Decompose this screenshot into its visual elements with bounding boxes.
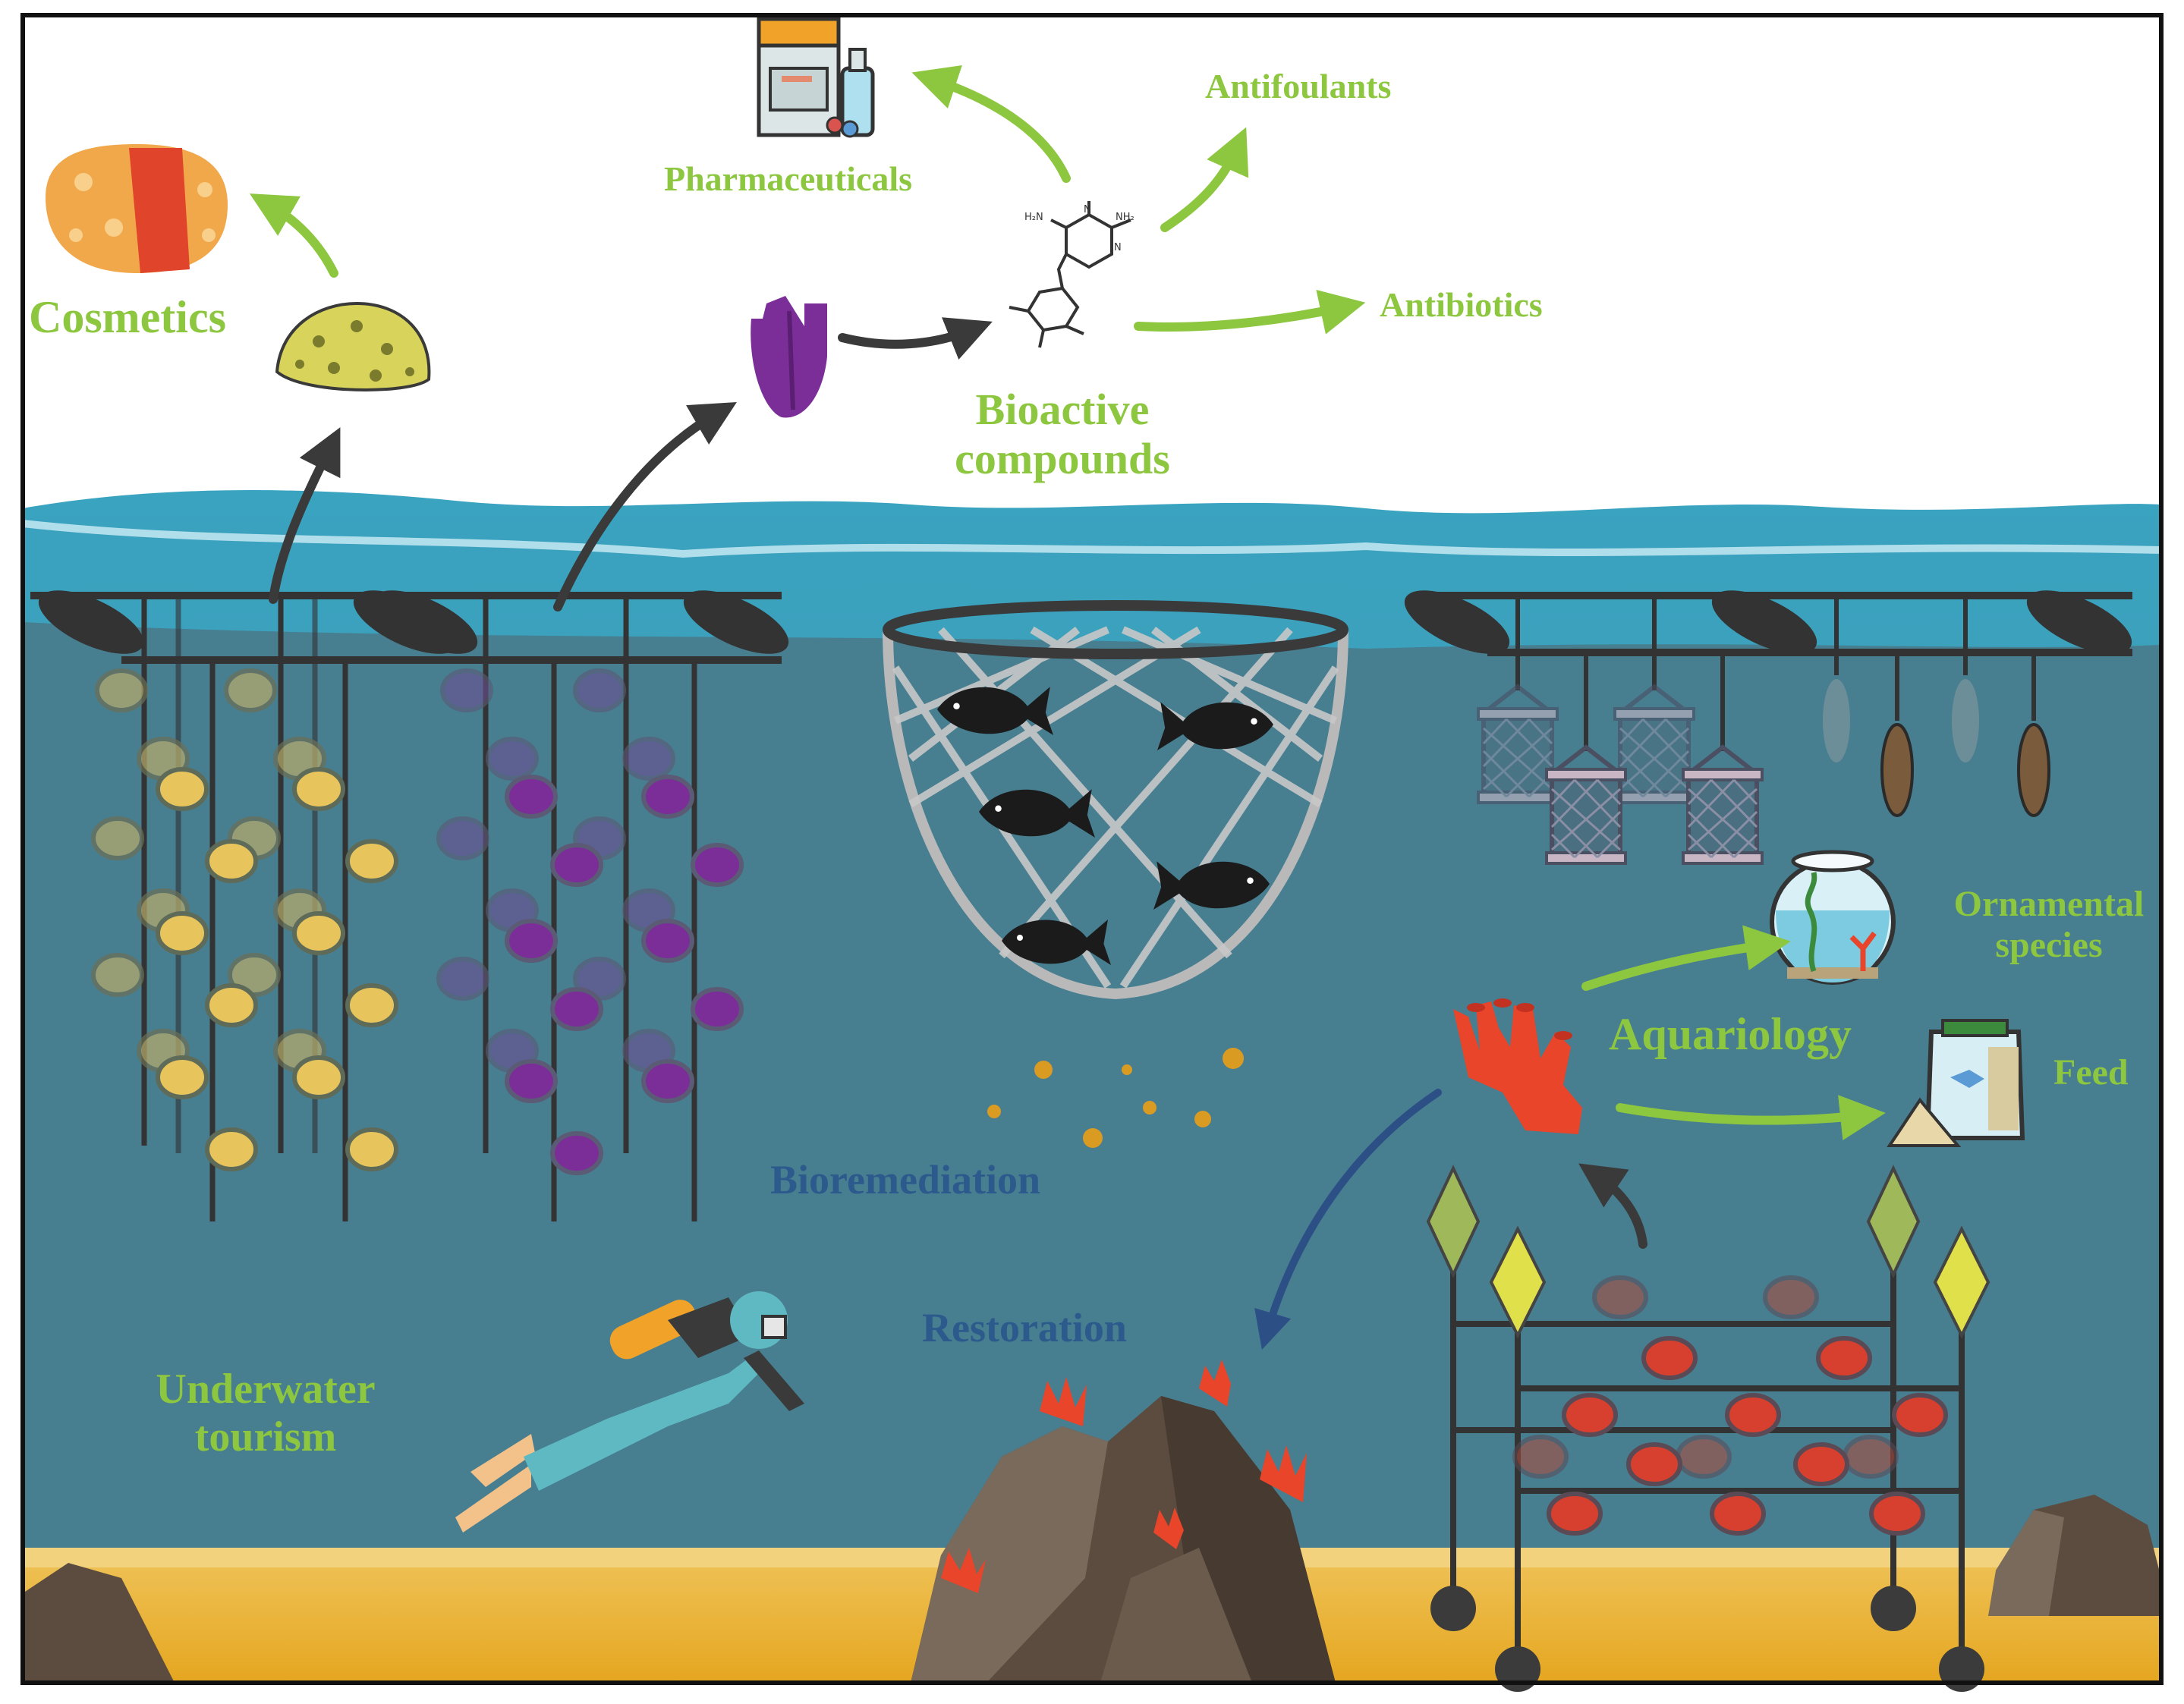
label-underwater-line1: Underwater <box>156 1366 376 1413</box>
molecule-n-right: N <box>1114 242 1122 253</box>
bottom-frame-red-sponges <box>1426 1165 1990 1692</box>
label-bioactive-line1: Bioactive <box>975 385 1150 434</box>
arrow-to-purple-sponge <box>553 401 737 611</box>
frame-border <box>20 13 2164 1685</box>
label-ornamental-line1: Ornamental <box>1953 884 2145 924</box>
pharmaceuticals-jar-icon <box>757 17 875 138</box>
arrow-to-feed <box>1616 1095 1886 1140</box>
longline-baskets <box>1404 590 2132 863</box>
scuba-diver <box>455 1291 804 1533</box>
label-underwater-tourism: Underwater tourism <box>118 1366 414 1460</box>
arrow-to-antifoulants <box>1160 127 1249 232</box>
label-restoration: Restoration <box>922 1305 1127 1350</box>
purple-sponge-icon <box>751 296 827 418</box>
arrow-frame-to-red-sponge <box>1578 1163 1647 1249</box>
label-bioremediation: Bioremediation <box>770 1157 1040 1203</box>
fishbowl-icon <box>1770 850 1896 985</box>
feed-bag-icon <box>1887 1019 2025 1147</box>
label-underwater-line2: tourism <box>194 1413 337 1460</box>
molecule-nh2-right: NH₂ <box>1116 212 1134 223</box>
fish-net-cage <box>883 600 1348 1148</box>
arrow-to-antibiotics <box>1134 289 1366 335</box>
cosmetic-sponge-icon <box>46 144 228 273</box>
arrow-to-ornamental <box>1581 925 1791 991</box>
yellow-sponge-icon <box>275 301 431 391</box>
red-sponge-icon <box>1453 998 1582 1134</box>
arrow-to-pharmaceuticals <box>911 65 1071 183</box>
reef-rocks <box>23 1396 2161 1683</box>
molecule-n-top: N <box>1084 204 1091 215</box>
label-bioactive-compounds: Bioactive compounds <box>922 385 1203 484</box>
label-bioactive-line2: compounds <box>955 433 1170 483</box>
arrow-to-restoration <box>1254 1089 1442 1350</box>
label-aquariology: Aquariology <box>1609 1009 1852 1059</box>
label-cosmetics: Cosmetics <box>29 292 226 342</box>
label-antibiotics: Antibiotics <box>1380 285 1543 324</box>
label-feed: Feed <box>2053 1052 2129 1093</box>
label-ornamental-line2: species <box>1995 924 2103 965</box>
arrow-to-molecule <box>838 317 993 360</box>
trimethoprim-molecule-icon <box>1009 201 1131 348</box>
molecule-nh2-left: H₂N <box>1024 212 1043 223</box>
label-ornamental-species: Ornamental species <box>1939 884 2159 966</box>
longline-yellow-sponges <box>30 590 789 1221</box>
label-antifoulants: Antifoulants <box>1205 67 1392 105</box>
arrow-to-cosmetics <box>249 193 338 278</box>
red-coral-fragments <box>941 1360 1307 1593</box>
arrow-to-yellow-sponge <box>269 427 341 604</box>
label-pharmaceuticals: Pharmaceuticals <box>664 159 913 198</box>
